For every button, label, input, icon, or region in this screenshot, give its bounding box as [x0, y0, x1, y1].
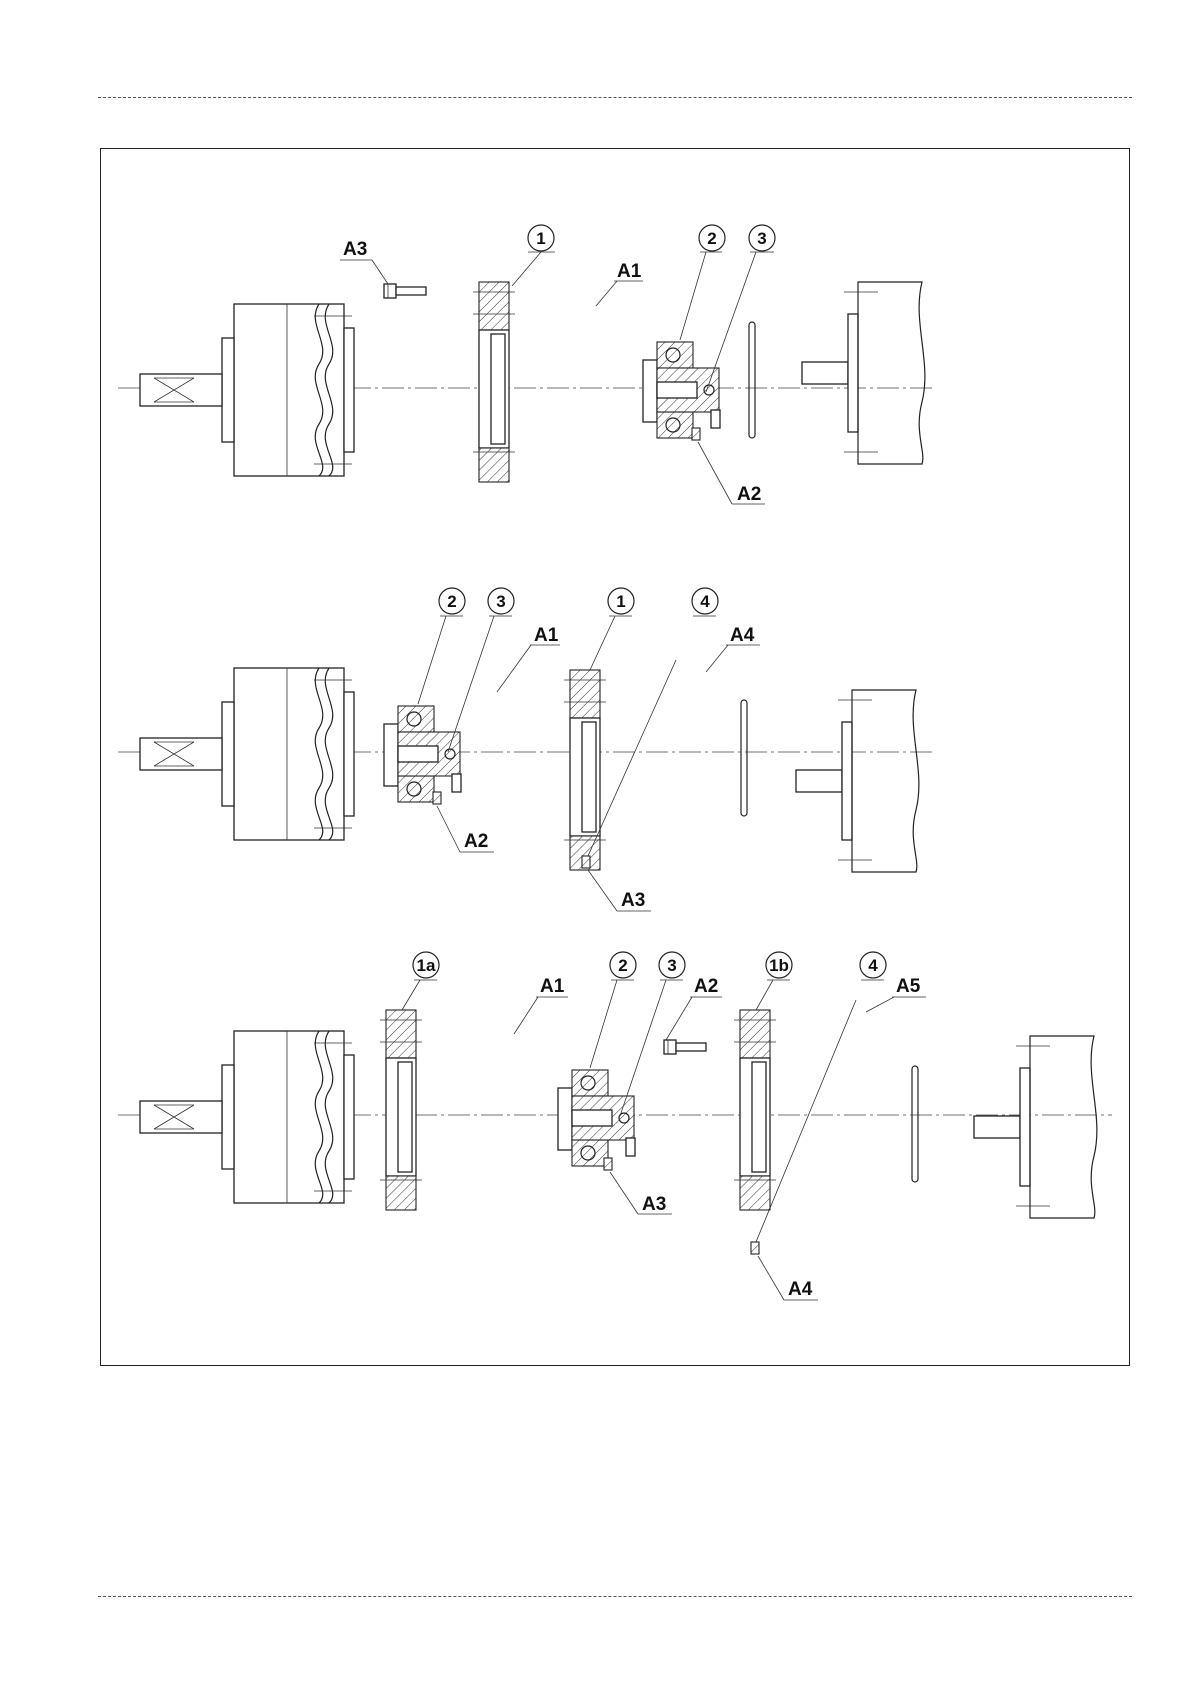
grub-a3 [582, 856, 590, 868]
grub-a4 [751, 1242, 759, 1254]
balloon-label: 1a [417, 956, 436, 975]
grub-a2 [692, 428, 700, 440]
callout-label: A2 [737, 484, 761, 505]
balloon-label: 2 [618, 956, 627, 975]
balloon-label: 3 [496, 592, 505, 611]
balloon-label: 2 [447, 592, 456, 611]
balloon-label: 3 [757, 229, 766, 248]
callout-label: A3 [642, 1194, 666, 1215]
callout-label: A5 [896, 976, 921, 997]
assembly-2: 2 3 1 4 A1 A4 A2 A3 [118, 588, 1191, 911]
screw-a3 [384, 284, 426, 298]
callout-label: A1 [540, 976, 565, 997]
balloon-label: 1b [769, 956, 789, 975]
balloon-label: 3 [667, 956, 676, 975]
callout-label: A1 [534, 625, 559, 646]
balloon-label: 2 [707, 229, 716, 248]
callout-label: A3 [621, 890, 645, 911]
callout-label: A4 [788, 1279, 813, 1300]
balloon-label: 4 [700, 592, 710, 611]
callout-label: A4 [730, 625, 755, 646]
assembly-3: 1a 2 3 1b 4 A1 A2 A5 A3 A4 [118, 952, 1191, 1300]
callout-label: A2 [464, 831, 488, 852]
callout-label: A1 [617, 261, 642, 282]
callout-label: A3 [343, 239, 367, 260]
screw-a2 [664, 1040, 706, 1054]
grub-a3 [604, 1158, 612, 1170]
grub-a2 [433, 792, 441, 804]
balloon-label: 4 [868, 956, 878, 975]
balloon-label: 1 [536, 229, 545, 248]
balloon-label: 1 [616, 592, 625, 611]
assembly-1: 1 2 3 A3 A1 A2 [118, 225, 1191, 505]
callout-label: A2 [694, 976, 718, 997]
